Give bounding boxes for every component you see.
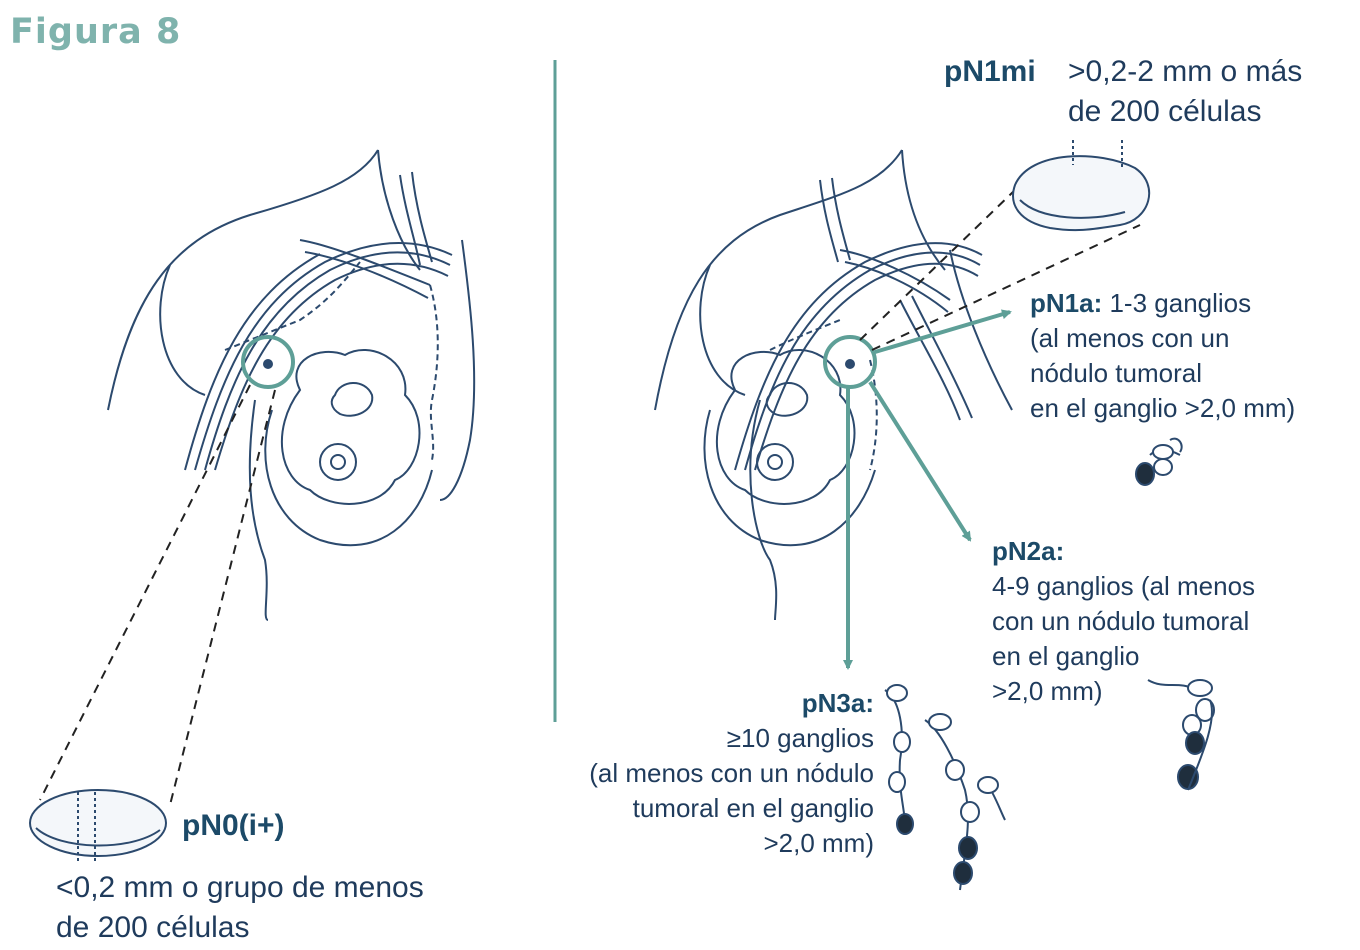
right-anatomy — [654, 149, 1013, 621]
pn1a-label: pN1a: 1-3 ganglios (al menos con un nódu… — [1030, 286, 1295, 426]
pn2a-line-2: con un nódulo tumoral — [992, 606, 1250, 636]
pn0-line-1: <0,2 mm o grupo de menos — [56, 871, 424, 904]
pn1mi-lymph-node — [1012, 140, 1151, 232]
pn2a-label: pN2a: 4-9 ganglios (al menos con un nódu… — [992, 534, 1255, 709]
pn1mi-description: >0,2-2 mm o más de 200 células — [1068, 52, 1302, 132]
pn0-code: pN0(i+) — [182, 809, 285, 842]
pn3a-line-1: ≥10 ganglios — [726, 723, 874, 753]
pn1mi-code: pN1mi — [944, 55, 1036, 88]
pn1a-line-1: (al menos con un — [1030, 323, 1230, 353]
pn1a-node-cluster — [1135, 437, 1183, 486]
pn1mi-line-1: >0,2-2 mm o más — [1068, 55, 1303, 88]
pn1mi-label: pN1mi — [944, 52, 1036, 92]
pn0-line-2: de 200 células — [56, 911, 250, 944]
pn1a-line-2: nódulo tumoral — [1030, 358, 1202, 388]
stage-arrows — [843, 309, 1012, 670]
pn2a-node-cluster — [1147, 679, 1215, 791]
left-anatomy — [107, 149, 476, 621]
pn2a-code: pN2a: — [992, 536, 1065, 566]
pn3a-node-cluster — [884, 684, 1006, 891]
pn1mi-line-2: de 200 células — [1068, 95, 1262, 128]
pn1a-code: pN1a: — [1030, 288, 1103, 318]
pn3a-line-4: >2,0 mm) — [763, 828, 874, 858]
pn1a-first: 1-3 ganglios — [1102, 288, 1252, 318]
figure-title: Figura 8 — [10, 12, 182, 52]
pn0-label: pN0(i+) — [182, 806, 285, 846]
pn3a-line-2: (al menos con un nódulo — [589, 758, 874, 788]
pn3a-label: pN3a: ≥10 ganglios (al menos con un nódu… — [540, 686, 874, 861]
left-lymph-node — [29, 789, 167, 862]
pn2a-line-3: en el ganglio — [992, 641, 1140, 671]
pn3a-code: pN3a: — [801, 688, 874, 718]
pn1a-line-3: en el ganglio >2,0 mm) — [1030, 393, 1296, 423]
pn2a-line-4: >2,0 mm) — [992, 676, 1103, 706]
pn2a-line-1: 4-9 ganglios (al menos — [992, 571, 1256, 601]
left-node-highlight — [241, 335, 295, 389]
pn3a-line-3: tumoral en el ganglio — [632, 793, 874, 823]
pn0-description: <0,2 mm o grupo de menos de 200 células — [56, 868, 424, 948]
